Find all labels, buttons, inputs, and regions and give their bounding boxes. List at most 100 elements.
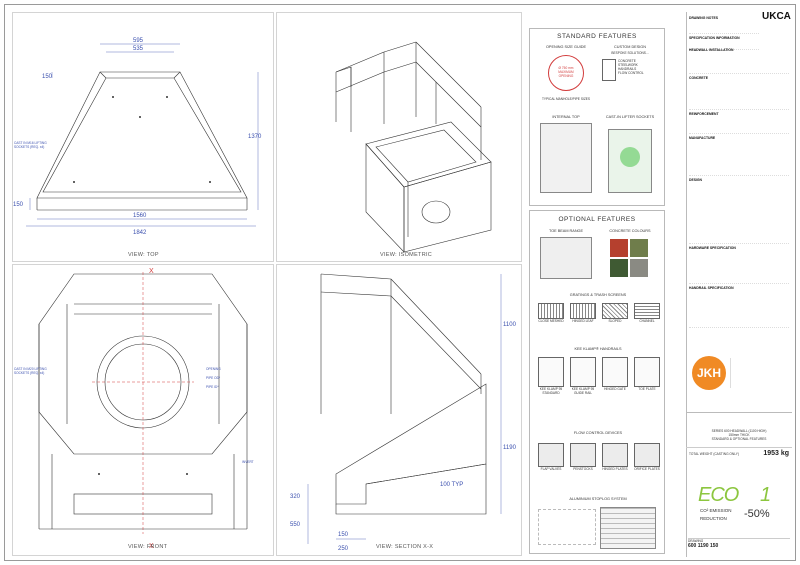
drawing-label: DRAWING xyxy=(688,539,704,543)
company-logo-text: JKH xyxy=(696,366,721,380)
grating-option: HINGED LEAF xyxy=(570,303,596,337)
isometric-view-panel xyxy=(276,12,522,262)
custom-item: FLOW CONTROL xyxy=(618,71,644,75)
typical-wall-text: TYPICAL MANHOLE/PIPE SIZES xyxy=(541,97,591,101)
opening-circle-text: Ø 750 mm MAXIMUM OPENING xyxy=(558,66,574,78)
eco-badge: ECO 1 CO² EMISSION REDUCTION -50% xyxy=(696,484,788,530)
dim-1370: 1370 xyxy=(248,134,262,140)
dim-550: 550 xyxy=(290,522,301,528)
front-view-drawing: X X xyxy=(38,268,248,550)
handrail-option: HINGED GATE xyxy=(602,357,628,405)
spec-column xyxy=(686,12,792,557)
cast-sockets-title: CAST-IN LIFTER SOCKETS xyxy=(605,115,655,119)
spec-heading: HEADWALL INSTALLATION xyxy=(689,48,734,52)
handrails-title: KEE KLAMP® HANDRAILS xyxy=(574,347,622,351)
pipe-id-label: PIPE ID* xyxy=(206,385,219,389)
toe-beam-sketch xyxy=(540,237,592,279)
reduction-value: -50% xyxy=(744,508,770,520)
view-section-label: VIEW: SECTION X-X xyxy=(376,544,434,550)
reduction-label: REDUCTION xyxy=(700,516,727,521)
stoplog-sketch xyxy=(600,507,656,549)
internal-top-sketch xyxy=(540,123,592,193)
flow-option: ORIFICE PLATES xyxy=(634,443,660,483)
spec-heading: HANDRAIL SPECIFICATION xyxy=(689,286,734,290)
flow-option: PENSTOCKS xyxy=(570,443,596,483)
colour-swatch xyxy=(610,259,628,277)
concrete-colours-title: CONCRETE COLOURS xyxy=(609,229,651,233)
custom-item: HANDRAILS xyxy=(618,67,637,71)
spec-heading: CONCRETE xyxy=(689,76,709,80)
colour-swatch xyxy=(630,239,648,257)
colour-swatch xyxy=(610,239,628,257)
drawing-number-box: DRAWING 600 1190 150 xyxy=(688,538,790,555)
stoplog-notes xyxy=(538,509,596,545)
spec-heading: MANUFACTURE xyxy=(689,136,716,140)
custom-item: STEELWORK xyxy=(618,63,638,67)
spec-heading: SPECIFICATION INFORMATION xyxy=(689,36,740,40)
series-title: SERIES 600 HEADWALL (1100 HIGH) xyxy=(711,429,767,433)
top-lifting-note: CAST IN M16 LIFTING SOCKETS (REQ. x4) xyxy=(14,141,47,149)
spec-heading: REINFORCEMENT xyxy=(689,112,719,116)
dim-1560: 1560 xyxy=(133,213,147,219)
standard-features-panel: STANDARD FEATURES OPENING SIZE GUIDE Ø 7… xyxy=(529,28,665,206)
opening-guide-title: OPENING SIZE GUIDE xyxy=(545,45,587,49)
aluminium-title: ALUMINIUM STOPLOG SYSTEM xyxy=(569,497,627,501)
grating-option: CLOSE MESHED xyxy=(538,303,564,337)
toe-beam-title: TOE BEAM RANGE xyxy=(548,229,584,233)
custom-design-list: CONCRETE STEELWORK HANDRAILS FLOW CONTRO… xyxy=(618,59,662,75)
weight-value: 1953 kg xyxy=(763,450,789,457)
section-mark-top: X xyxy=(149,268,154,275)
front-lifting-note: CAST IN M20 LIFTING SOCKETS (REQ. x4) xyxy=(14,367,47,375)
spec-text: DRAWING NOTES SPECIFICATION INFORMATION xyxy=(689,14,759,50)
wall-thickness: 150mm THICK xyxy=(728,433,750,437)
invert-label: INVERT xyxy=(242,460,254,464)
spec-heading: DESIGN xyxy=(689,178,702,182)
pipe-od-label: PIPE OD* xyxy=(206,376,221,380)
dim-1842: 1842 xyxy=(133,230,147,236)
dim-150-top: 150 xyxy=(42,74,53,80)
flow-control-row: FLAP VALVES PENSTOCKS HINGED PLATES ORIF… xyxy=(538,443,660,483)
colour-swatch xyxy=(630,259,648,277)
handrail-option: KEE KLAMP 95 STANDARD xyxy=(538,357,564,405)
dim-250: 250 xyxy=(338,546,349,552)
gratings-title: GRATINGS & TRASH SCREENS xyxy=(569,293,627,297)
spec-text-lower: HEADWALL INSTALLATION CONCRETE REINFORCE… xyxy=(689,46,789,328)
dim-1190: 1190 xyxy=(503,445,517,451)
custom-design-icon xyxy=(602,59,616,81)
view-isometric-label: VIEW: ISOMETRIC xyxy=(380,252,433,258)
drawing-number: 600 1190 150 xyxy=(688,543,719,549)
optional-features-panel: OPTIONAL FEATURES TOE BEAM RANGE CONCRET… xyxy=(529,210,665,554)
flow-option: FLAP VALVES xyxy=(538,443,564,483)
dim-595: 595 xyxy=(133,38,144,44)
custom-design-title: CUSTOM DESIGN xyxy=(614,45,646,49)
company-logo: JKH xyxy=(692,356,726,390)
dim-150-section: 150 xyxy=(338,532,349,538)
drawing-sheet xyxy=(4,4,796,561)
dim-1100: 1100 xyxy=(503,322,517,328)
flow-control-title: FLOW CONTROL DEVICES xyxy=(573,431,623,435)
custom-item: CONCRETE xyxy=(618,59,636,63)
eco-logo-number: 1 xyxy=(760,484,772,506)
dim-535: 535 xyxy=(133,46,144,52)
features-title: STANDARD & OPTIONAL FEATURES xyxy=(711,437,767,441)
spec-heading: DRAWING NOTES xyxy=(689,16,719,20)
flow-option: HINGED PLATES xyxy=(602,443,628,483)
top-view-panel xyxy=(12,12,274,262)
section-view-panel xyxy=(276,264,522,556)
custom-design-sub: BESPOKE SOLUTIONS... xyxy=(611,51,649,55)
opening-guide-circle xyxy=(548,55,584,91)
spec-heading: HARDWARE SPECIFICATION xyxy=(689,246,736,250)
grating-option: SLOPED xyxy=(602,303,628,337)
dim-320: 320 xyxy=(290,494,301,500)
eco-logo-word: ECO xyxy=(698,484,739,506)
title-block: SERIES 600 HEADWALL (1100 HIGH) 150mm TH… xyxy=(686,412,792,557)
handrail-option: TOE PLATE xyxy=(634,357,660,405)
weight-label: TOTAL WEIGHT (CASTING ONLY) xyxy=(689,451,739,456)
view-top-label: VIEW: TOP xyxy=(128,252,159,258)
dim-150-bottom: 150 xyxy=(13,202,24,208)
front-view-panel xyxy=(12,264,274,556)
opening-label: OPENING xyxy=(206,367,221,371)
dim-100-typ: 100 TYP xyxy=(440,482,463,488)
section-mark-bottom: X xyxy=(149,543,154,550)
handrail-option: KEE KLAMP 95 GUIDE RAIL xyxy=(570,357,596,405)
